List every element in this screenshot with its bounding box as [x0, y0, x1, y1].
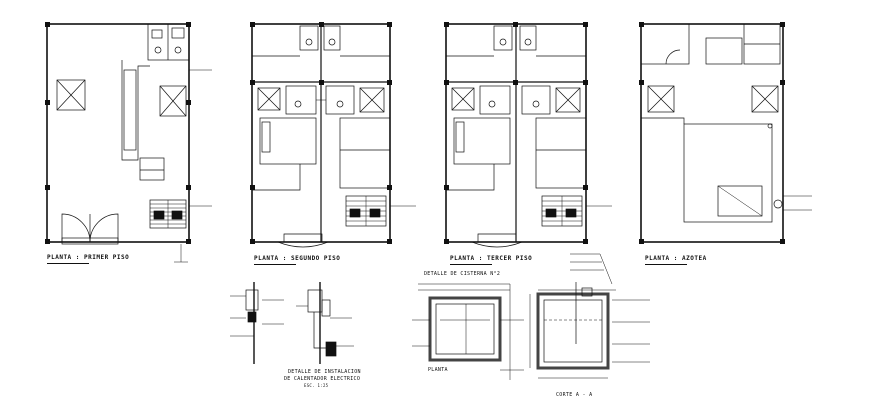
title-underline	[254, 264, 296, 265]
title-underline	[645, 264, 687, 265]
title-corte-a-a: CORTE A - A	[556, 392, 593, 398]
title-primer-piso: PLANTA : PRIMER PISO	[47, 254, 130, 261]
label-cisterna-planta: PLANTA	[428, 367, 448, 373]
title-tercer-piso: PLANTA : TERCER PISO	[450, 255, 533, 262]
title-calentador-line1: DETALLE DE INSTALACION	[288, 369, 361, 375]
title-azotea: PLANTA : AZOTEA	[645, 255, 707, 262]
floor-plan-azotea	[639, 22, 812, 244]
title-calentador-line2: DE CALENTADOR ELECTRICO	[284, 376, 361, 382]
label-calentador-scale: ESC. 1:25	[304, 383, 329, 388]
title-underline	[450, 264, 492, 265]
detail-corte-a-a	[529, 253, 650, 379]
title-detalle-cisterna: DETALLE DE CISTERNA N°2	[424, 271, 501, 277]
floor-plan-tercer-piso	[444, 22, 612, 248]
floor-plan-segundo-piso	[250, 22, 416, 248]
title-segundo-piso: PLANTA : SEGUNDO PISO	[254, 255, 341, 262]
title-underline	[47, 263, 89, 264]
detail-cisterna-planta	[412, 283, 524, 380]
floor-plan-primer-piso	[45, 22, 212, 263]
detail-calentador-electrico	[230, 282, 354, 364]
